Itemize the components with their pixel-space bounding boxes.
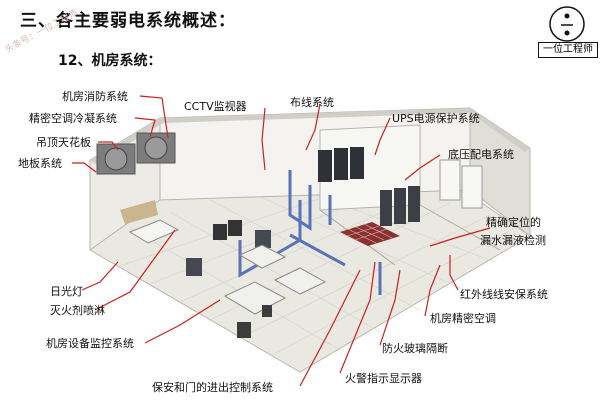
ups-cabinets	[318, 147, 420, 226]
label-wiring: 布线系统	[290, 96, 334, 109]
label-fire-glass: 防火玻璃隔断	[382, 342, 448, 355]
label-ups: UPS电源保护系统	[392, 112, 480, 125]
server-racks	[186, 220, 271, 276]
label-monitor: 机房设备监控系统	[46, 337, 134, 350]
label-light: 日光灯	[50, 285, 83, 298]
section-title: 三、各主要弱电系统概述：	[20, 11, 236, 31]
label-extinguish: 灭火剂喷淋	[50, 304, 105, 317]
leak-detection-grid	[340, 222, 400, 246]
label-ac-condenser: 精密空调冷凝系统	[29, 112, 117, 125]
logo-text: 一位工程师	[538, 42, 598, 58]
label-ceiling: 吊顶天花板	[36, 136, 91, 149]
leader-lines	[72, 95, 491, 387]
label-fire-system: 机房消防系统	[62, 90, 128, 103]
condenser-units	[96, 132, 176, 175]
subsection-title: 12、机房系统：	[58, 53, 162, 69]
label-access-control: 保安和门的进出控制系统	[152, 381, 273, 394]
office-desk	[120, 200, 180, 244]
label-infrared: 红外线线安保系统	[460, 288, 548, 301]
label-low-voltage: 底压配电系统	[448, 148, 514, 161]
distribution-panels	[439, 159, 483, 209]
label-fire-alarm: 火警指示显示器	[345, 372, 422, 385]
logo: 一位工程师	[538, 4, 598, 58]
label-leak-line2: 漏水漏液检测	[480, 234, 546, 247]
label-floor: 地板系统	[18, 157, 62, 170]
workstations	[223, 244, 327, 338]
label-room-ac: 机房精密空调	[430, 312, 496, 325]
logo-emblem-icon	[549, 6, 585, 42]
label-cctv: CCTV监视器	[184, 100, 247, 113]
label-leak-line1: 精确定位的	[486, 216, 541, 229]
